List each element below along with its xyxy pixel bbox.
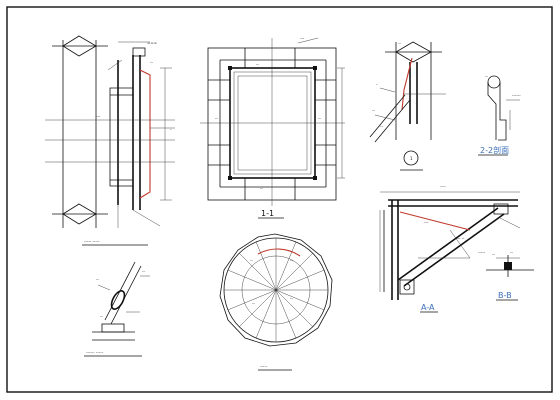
svg-text:--: -- <box>260 186 263 191</box>
radial-line <box>255 241 277 291</box>
svg-text:--: -- <box>492 252 495 257</box>
elevation-detail: === - --- -- ----- ----- <box>45 35 175 246</box>
svg-text:----- -----: ----- ----- <box>84 239 100 244</box>
section-a-a-label: A-A <box>421 303 435 312</box>
section-1-1-plan: --- -- -- -- -- 1-1 <box>200 36 345 219</box>
svg-text:--: -- <box>96 277 99 282</box>
svg-text:--: -- <box>252 301 255 306</box>
svg-text:--: -- <box>485 74 488 79</box>
svg-text:---: --- <box>300 36 305 41</box>
radial-line <box>275 289 313 327</box>
svg-text:--: -- <box>290 258 293 263</box>
radial-line <box>227 269 277 291</box>
section-2-2-label: 2-2剖面 <box>480 145 509 155</box>
svg-text:--: -- <box>100 314 103 319</box>
svg-text:---: --- <box>96 114 101 119</box>
radial-line <box>275 289 297 339</box>
svg-text:--: -- <box>256 62 259 67</box>
anchor-detail: -- -- -- ------ ----- <box>84 261 150 357</box>
section-b-b-label: B-B <box>498 291 512 300</box>
radial-line <box>275 269 325 291</box>
section-1-1-label: 1-1 <box>261 209 274 218</box>
svg-text:------: ------ <box>512 93 521 98</box>
svg-text:--: -- <box>142 269 145 274</box>
svg-text:-: - <box>170 127 172 132</box>
detail-1-label: 1 <box>410 156 413 161</box>
sheet-border <box>6 6 553 393</box>
radial-line <box>275 289 325 311</box>
svg-text:--: -- <box>150 60 153 65</box>
svg-text:--: -- <box>398 41 401 46</box>
svg-text:--: -- <box>215 116 218 121</box>
radial-line <box>255 289 277 339</box>
radial-line <box>239 253 277 291</box>
radial-line <box>227 289 277 311</box>
radial-line <box>239 289 277 327</box>
detail-1-bracket: - -- -- -- 1 <box>369 41 446 171</box>
svg-text:-: - <box>376 82 378 87</box>
svg-text:--: -- <box>372 108 375 113</box>
radial-line <box>275 241 297 291</box>
radial-line <box>275 253 313 291</box>
svg-text:---: --- <box>424 220 429 225</box>
section-a-a: --- -- ---- --- ----- A-A <box>379 184 521 313</box>
svg-text:-----: ----- <box>478 250 486 255</box>
svg-text:--: -- <box>250 258 253 263</box>
section-2-2: ------ -- 2-2剖面 <box>478 74 521 156</box>
radial-lines <box>224 238 328 342</box>
svg-text:----: ---- <box>440 184 446 189</box>
svg-text:--: -- <box>290 296 293 301</box>
svg-text:--: -- <box>510 250 513 255</box>
svg-text:--: -- <box>380 124 383 129</box>
svg-text:===: === <box>147 40 157 45</box>
section-b-b: -- -- B-B <box>486 250 534 301</box>
svg-text:-----: ----- <box>260 364 268 369</box>
svg-text:------ -----: ------ ----- <box>86 350 104 355</box>
circular-plan: -- -- -- -- ----- <box>219 233 333 371</box>
svg-text:--- --: --- -- <box>456 236 465 241</box>
svg-text:--: -- <box>318 116 321 121</box>
